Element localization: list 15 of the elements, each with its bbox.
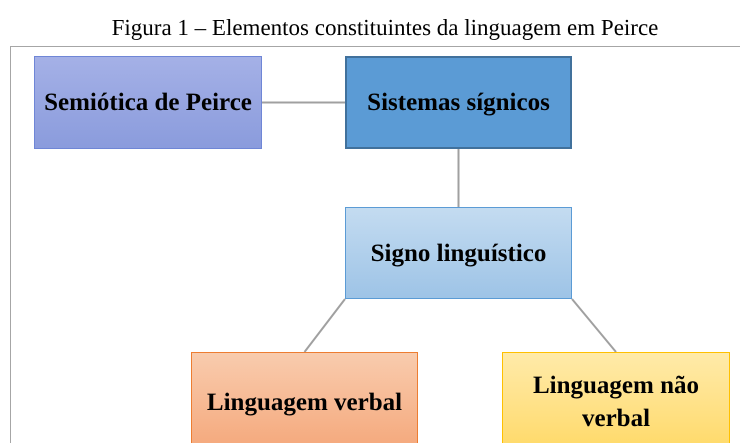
box-label: Linguagem não verbal bbox=[532, 371, 700, 434]
concept-box bbox=[191, 352, 418, 443]
box-label: Semiótica de Peirce bbox=[43, 88, 253, 118]
concept-box bbox=[345, 56, 572, 149]
box-label: Linguagem verbal bbox=[206, 388, 404, 418]
box-label: Sistemas sígnicos bbox=[366, 88, 551, 118]
connector-line bbox=[458, 149, 460, 207]
figure-title: Figura 1 – Elementos constituintes da linguagem em Peirce bbox=[110, 14, 660, 42]
concept-box bbox=[34, 56, 262, 149]
connector-line bbox=[262, 102, 345, 104]
connector-line bbox=[571, 298, 617, 353]
box-label: Signo linguístico bbox=[370, 238, 548, 268]
connector-line bbox=[304, 298, 346, 353]
concept-box bbox=[345, 207, 572, 299]
concept-box bbox=[502, 352, 730, 443]
